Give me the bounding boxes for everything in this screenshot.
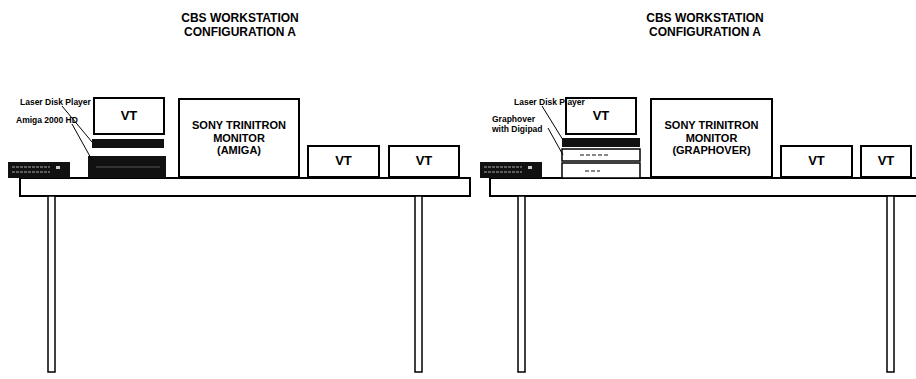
part-label: Laser Disk Player <box>514 98 604 108</box>
heading: CBS WORKSTATION CONFIGURATION A <box>175 12 305 40</box>
box-text: VT <box>808 154 825 169</box>
graphover <box>562 149 640 161</box>
leader-line <box>72 124 92 160</box>
heading: CBS WORKSTATION CONFIGURATION A <box>640 12 770 40</box>
vt-terminal: VT <box>93 97 165 135</box>
leader-line <box>548 128 563 155</box>
keyboard <box>480 162 542 178</box>
table-leg <box>48 196 55 372</box>
box-text: VT <box>121 109 138 124</box>
box-text: VT <box>593 109 610 124</box>
part-label: Amiga 2000 HD <box>16 116 106 126</box>
part-label: Graphover with Digipad <box>492 115 554 135</box>
amiga-2000-hd <box>88 156 166 178</box>
table-leg <box>415 196 422 372</box>
vt-terminal: VT <box>780 145 853 178</box>
box-text: VT <box>335 154 352 169</box>
keyboard <box>8 162 70 178</box>
laser-disk-player <box>562 138 640 147</box>
vt-terminal: VT <box>388 145 460 178</box>
box-text: VT <box>878 154 895 169</box>
vt-terminal: VT <box>307 145 380 178</box>
monitor-box: SONY TRINITRON MONITOR (AMIGA) <box>178 98 300 178</box>
monitor-box: SONY TRINITRON MONITOR (GRAPHOVER) <box>650 98 773 178</box>
box-text: SONY TRINITRON MONITOR (AMIGA) <box>190 119 288 157</box>
digipad <box>562 163 640 178</box>
box-text: SONY TRINITRON MONITOR (GRAPHOVER) <box>662 119 761 157</box>
part-label: Laser Disk Player <box>20 98 110 108</box>
table-leg <box>887 196 894 372</box>
table-leg <box>518 196 525 372</box>
box-text: VT <box>416 154 433 169</box>
laser-disk-player <box>92 139 164 148</box>
vt-terminal: VT <box>860 145 912 178</box>
leader-line <box>542 106 563 140</box>
table-top <box>20 178 470 196</box>
table-top <box>490 178 916 196</box>
